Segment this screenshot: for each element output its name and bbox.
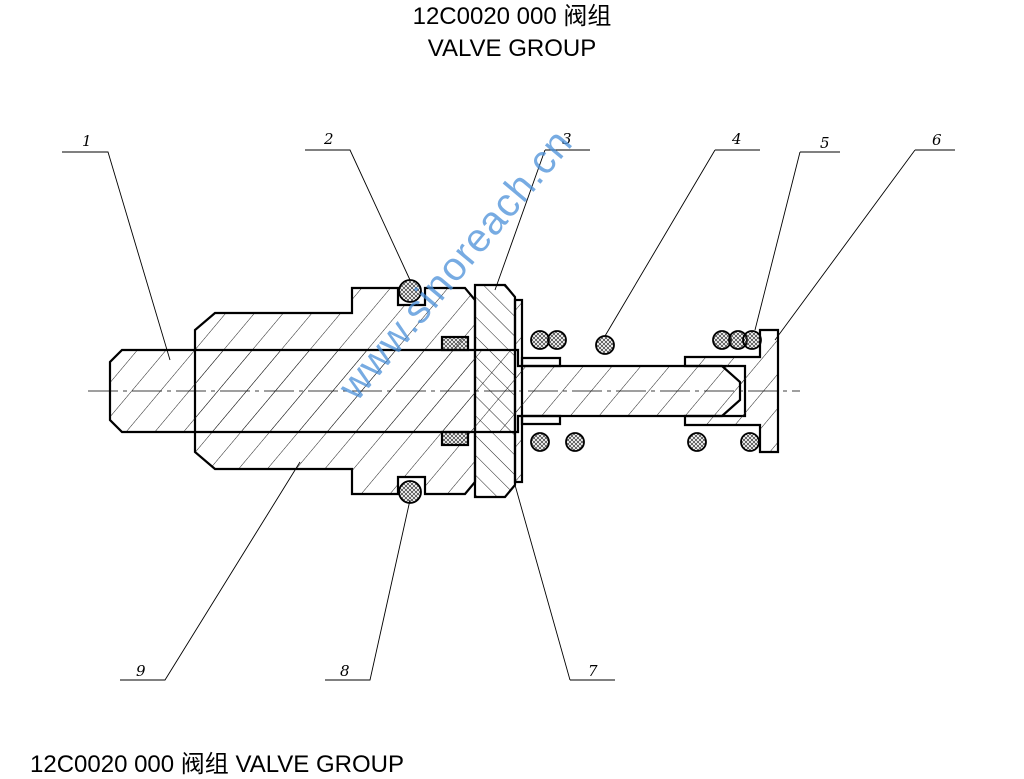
part-label-5: 5 — [820, 134, 830, 152]
part-label-4: 4 — [731, 130, 742, 148]
spring-seat — [683, 328, 780, 454]
part-label-6: 6 — [932, 131, 942, 149]
part-label-3: 3 — [562, 130, 572, 148]
part-label-8: 8 — [340, 662, 350, 680]
valve-shaft — [108, 348, 747, 434]
drawing-subtitle: VALVE GROUP — [427, 35, 597, 62]
caption: 12C0020 000 阀组 VALVE GROUP — [30, 751, 404, 778]
part-label-2: 2 — [323, 130, 334, 148]
leader-lines — [62, 149, 955, 681]
spring-coils — [398, 279, 762, 504]
part-labels: 1 2 3 4 5 6 7 8 9 — [82, 130, 942, 680]
part-label-7: 7 — [588, 662, 598, 680]
part-label-1: 1 — [82, 132, 92, 150]
drawing-title: 12C0020 000 阀组 — [412, 3, 612, 30]
part-label-9: 9 — [136, 662, 146, 680]
